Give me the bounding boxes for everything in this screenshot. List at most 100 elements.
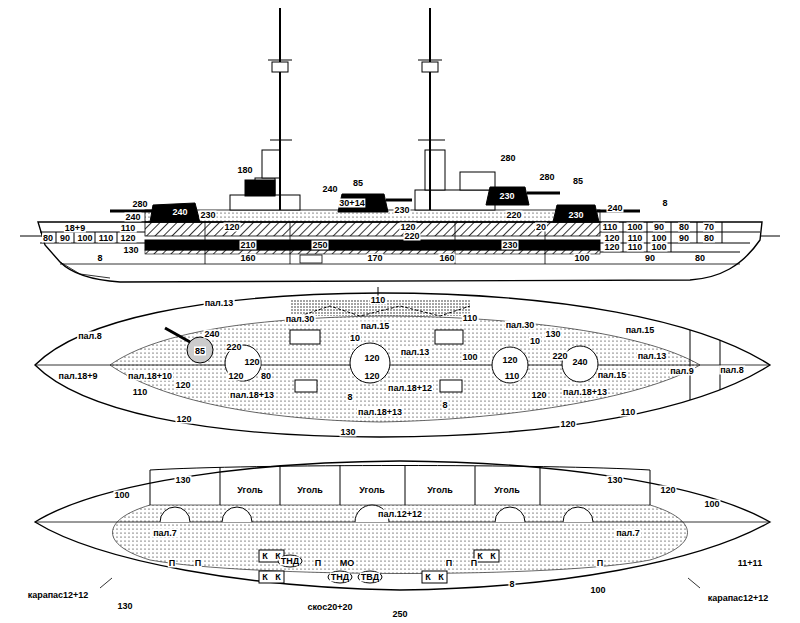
callout-number: 220: [225, 343, 242, 352]
callout-number: 85: [352, 179, 364, 188]
callout-number: 10: [529, 337, 541, 346]
callout-number: 110: [370, 296, 387, 305]
deck-plan-shape: [440, 380, 462, 392]
callout-number: К: [261, 552, 269, 561]
callout-number: 10: [349, 334, 361, 343]
side-view-shape: [722, 222, 723, 243]
callout-number: пал.18+13: [229, 391, 275, 400]
callout-number: 180: [236, 166, 253, 175]
callout-number: 100: [626, 223, 643, 232]
callout-number: 120: [174, 381, 191, 390]
deck-plan-shape: [435, 330, 463, 344]
callout-number: пал.8: [719, 366, 745, 375]
side-view-shape: [527, 192, 560, 195]
callout-number: 130: [116, 602, 133, 611]
side-view-shape: [74, 232, 75, 243]
callout-number: 80: [678, 223, 690, 232]
callout-number: 80: [703, 234, 715, 243]
side-view-shape: [279, 8, 281, 210]
deck-plan-shape: [290, 330, 320, 344]
callout-number: Уголь: [426, 486, 453, 495]
callout-number: 110: [132, 388, 149, 397]
deck-plan-shape: [187, 337, 213, 363]
callout-number: 230: [567, 211, 584, 220]
callout-number: 240: [203, 330, 220, 339]
callout-number: 120: [399, 223, 416, 232]
callout-number: 110: [627, 234, 644, 243]
hold-plan-shape: [220, 467, 221, 505]
side-view-shape: [145, 222, 600, 236]
hold-plan-shape: [358, 571, 382, 583]
callout-number: 90: [59, 234, 71, 243]
callout-number: 110: [462, 314, 479, 323]
callout-number: 280: [499, 154, 516, 163]
callout-number: пал.18+12: [387, 384, 433, 393]
callout-number: скос20+20: [306, 603, 353, 612]
hold-plan-shape: [100, 578, 112, 588]
callout-number: пал.18+10: [127, 372, 173, 381]
callout-number: 100: [573, 254, 590, 263]
callout-number: 220: [505, 211, 522, 220]
callout-number: 90: [644, 254, 656, 263]
hold-plan-shape: [495, 507, 525, 522]
callout-number: 120: [119, 234, 136, 243]
callout-number: 100: [650, 243, 667, 252]
deck-plan-shape: [350, 343, 390, 383]
callout-number: пал.12+12: [377, 510, 423, 519]
callout-number: 130: [339, 428, 356, 437]
callout-number: 120: [363, 372, 380, 381]
callout-number: 240: [606, 204, 623, 213]
side-view-shape: [647, 222, 648, 252]
side-view-shape: [422, 62, 438, 72]
side-view-shape: [671, 222, 672, 252]
side-view-shape: [386, 199, 412, 202]
callout-number: К: [476, 552, 484, 561]
callout-number: 100: [113, 491, 130, 500]
callout-number: 130: [122, 246, 139, 255]
callout-number: пал.30: [285, 315, 316, 324]
hold-plan-shape: [475, 466, 476, 505]
callout-number: 280: [131, 200, 148, 209]
callout-number: 8: [96, 254, 103, 263]
hold-plan-shape: [35, 461, 770, 590]
hold-plan-shape: [150, 466, 650, 506]
callout-number: 230: [501, 241, 518, 250]
side-view-shape: [245, 180, 275, 196]
callout-number: 220: [551, 352, 568, 361]
callout-number: 130: [606, 476, 623, 485]
callout-number: 220: [403, 232, 420, 241]
callout-number: пал.9: [669, 367, 695, 376]
callout-number: Уголь: [358, 486, 385, 495]
callout-number: 120: [559, 420, 576, 429]
side-view-shape: [117, 232, 118, 243]
side-view-shape: [338, 194, 388, 212]
callout-number: 230: [199, 211, 216, 220]
side-view-shape: [425, 150, 445, 190]
side-view-shape: [486, 187, 529, 205]
callout-number: 120: [501, 356, 518, 365]
callout-number: 8: [346, 393, 353, 402]
callout-number: карапас12+12: [707, 594, 770, 603]
hold-plan-shape: [160, 507, 190, 522]
side-view-shape: [418, 60, 442, 61]
side-view-shape: [205, 222, 206, 264]
callout-number: МО: [339, 559, 356, 568]
callout-number: П: [596, 559, 604, 568]
side-view-shape: [56, 232, 57, 243]
callout-number: пал.30: [505, 321, 536, 330]
callout-number: 110: [602, 223, 619, 232]
side-view-shape: [230, 195, 300, 210]
side-view-shape: [95, 232, 96, 243]
callout-number: 240: [124, 213, 141, 222]
callout-number: 85: [572, 177, 584, 186]
callout-number: Уголь: [236, 486, 263, 495]
callout-number: пал.18+13: [357, 408, 403, 417]
side-view-shape: [623, 222, 624, 252]
callout-number: 250: [311, 241, 328, 250]
callout-number: 100: [589, 586, 606, 595]
callout-number: 100: [650, 234, 667, 243]
callout-number: 130: [174, 476, 191, 485]
hold-plan-shape: [278, 555, 302, 567]
callout-number: 110: [620, 408, 637, 417]
callout-number: карапас12+12: [27, 591, 90, 600]
